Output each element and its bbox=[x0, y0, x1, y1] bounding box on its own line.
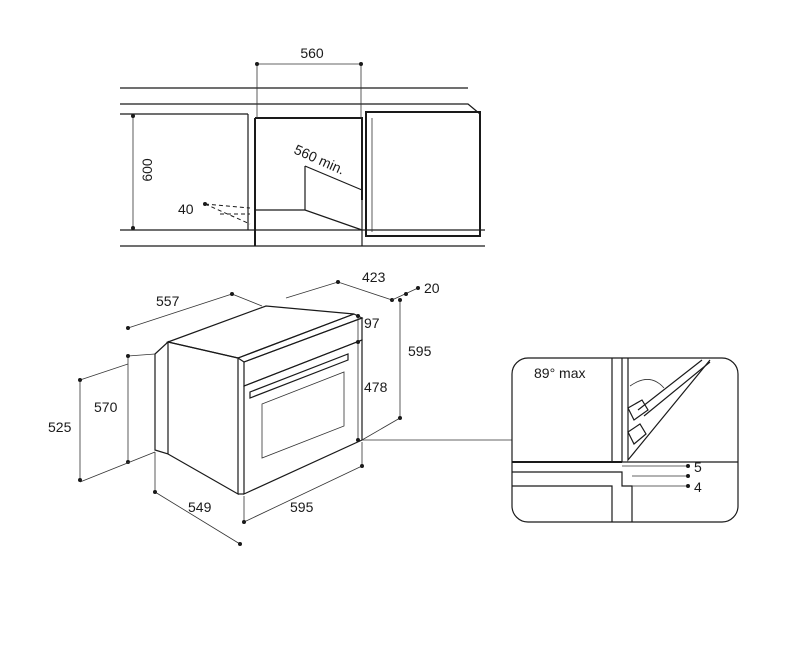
oven-left-flange bbox=[154, 340, 169, 455]
label-total-depth: 557 bbox=[156, 293, 180, 309]
oven-isometric-view: 557 423 20 97 478 595 570 bbox=[48, 269, 512, 546]
label-panel-thickness: 20 bbox=[424, 280, 440, 296]
worktop-bottom-line bbox=[120, 103, 481, 115]
detail-door-open bbox=[627, 358, 711, 462]
dim-570-ext bbox=[127, 353, 156, 357]
detail-hinge-1 bbox=[627, 399, 649, 421]
oven-left-side bbox=[167, 341, 239, 496]
label-door-height: 478 bbox=[364, 379, 388, 395]
dim-595-width-line bbox=[243, 465, 363, 523]
dim-557-ext bbox=[231, 293, 263, 307]
label-top-gap: 97 bbox=[364, 315, 380, 331]
detail-angle-arc bbox=[629, 379, 665, 389]
label-overall-height: 595 bbox=[408, 343, 432, 359]
dim-557-line bbox=[127, 293, 233, 329]
cabinet-niche-view: 560 600 560 min. 40 bbox=[120, 45, 485, 247]
dim-549-line bbox=[154, 452, 241, 545]
label-opening-width: 560 bbox=[300, 45, 324, 61]
label-gap-4: 4 bbox=[694, 479, 702, 495]
detail-door-slab-b bbox=[643, 361, 711, 417]
label-gap-5: 5 bbox=[694, 459, 702, 475]
dim-560-ext bbox=[256, 64, 362, 118]
label-front-width: 595 bbox=[290, 499, 314, 515]
control-panel-top bbox=[236, 313, 364, 363]
label-door-depth: 423 bbox=[362, 269, 386, 285]
oven-handle bbox=[249, 353, 349, 399]
dim-595-height-ext bbox=[361, 417, 401, 441]
dim-525-ext bbox=[79, 363, 156, 483]
label-hinge-angle: 89° max bbox=[534, 365, 586, 381]
detail-cabinet-face bbox=[512, 485, 613, 522]
niche-top-wall bbox=[255, 117, 363, 200]
niche-inner-diagonal bbox=[304, 165, 363, 191]
detail-door-slab-a bbox=[637, 359, 703, 411]
label-body-depth: 549 bbox=[188, 499, 212, 515]
detail-worktop-lower bbox=[512, 471, 633, 522]
detail-gap-lines bbox=[622, 465, 688, 487]
detail-hinge-2 bbox=[627, 423, 647, 445]
label-body-height: 525 bbox=[48, 419, 72, 435]
label-side-height: 570 bbox=[94, 399, 118, 415]
hinge-detail-view: 89° max 5 4 bbox=[511, 357, 739, 523]
dim-595-width-ext bbox=[243, 442, 363, 524]
right-cabinet bbox=[365, 111, 481, 237]
detail-frame bbox=[511, 357, 739, 523]
niche-floor-depth bbox=[255, 209, 363, 231]
label-vent-gap: 40 bbox=[178, 201, 194, 217]
label-cabinet-height: 600 bbox=[139, 158, 155, 182]
oven-door-window bbox=[261, 371, 345, 459]
